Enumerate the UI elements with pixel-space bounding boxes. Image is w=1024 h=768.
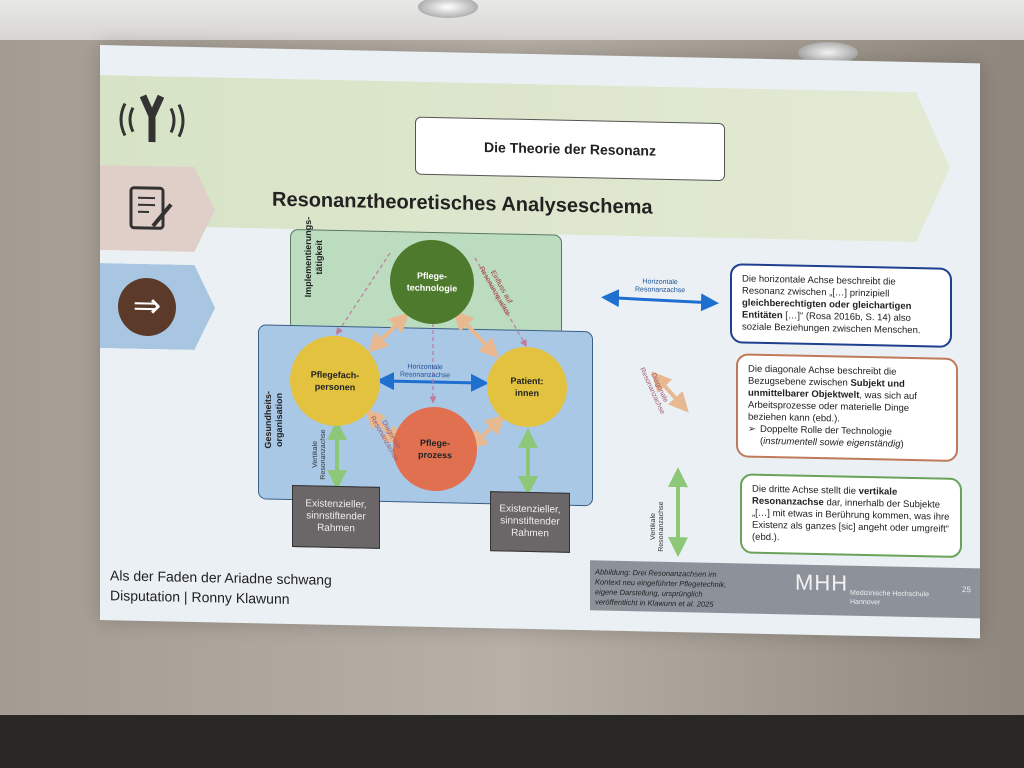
node-pflegetechnologie: Pflege- technologie bbox=[390, 239, 474, 325]
figure-caption: Abbildung: Drei Resonanzachsen im Kontex… bbox=[595, 567, 727, 609]
horizontal-axis-label: Horizontale Resonanzachse bbox=[400, 363, 451, 380]
vertical-arrows bbox=[327, 419, 538, 496]
axis-arrows bbox=[327, 252, 719, 558]
nav-notes[interactable] bbox=[100, 165, 215, 252]
notebook-icon bbox=[125, 184, 175, 240]
bullet-item: ➢Doppelte Rolle der Technologie (instrum… bbox=[748, 423, 904, 450]
diagonal-arrows bbox=[364, 310, 506, 450]
legend-arrows bbox=[601, 289, 719, 558]
text-box-horizontal: Die horizontale Achse beschreibt die Res… bbox=[730, 263, 952, 348]
bullet-arrow-icon: ➢ bbox=[748, 423, 756, 435]
institution-name: Medizinische Hochschule Hannover bbox=[850, 589, 929, 607]
frame-left: Existenzieller, sinnstiftender Rahmen bbox=[292, 485, 380, 549]
legend-horizontal: Horizontale Resonanzachse bbox=[635, 278, 686, 295]
node-pflegefachpersonen: Pflegefach- personen bbox=[290, 334, 380, 427]
node-patientinnen: Patient: innen bbox=[487, 346, 567, 428]
text-box-vertical: Die dritte Achse stellt die vertikale Re… bbox=[740, 473, 962, 559]
node-pflegeprozess: Pflege- prozess bbox=[393, 406, 477, 492]
ceiling-light bbox=[798, 42, 858, 64]
resonance-logo-icon bbox=[115, 85, 190, 152]
text-box-diagonal: Die diagonale Achse beschreibt die Bezug… bbox=[736, 353, 958, 462]
mhh-logo: MHH bbox=[795, 569, 849, 596]
page-number: 25 bbox=[962, 585, 971, 595]
floor bbox=[0, 715, 1024, 768]
vertical-axis-label: Vertikale Resonanzachse bbox=[312, 429, 327, 480]
ceiling-light bbox=[418, 0, 478, 18]
frame-right: Existenzieller, sinnstiftender Rahmen bbox=[490, 491, 570, 553]
presentation-slide: Die Theorie der Resonanz ⇒ Resonanztheor… bbox=[100, 45, 980, 639]
legend-vertical: Vertikale Resonanzachse bbox=[650, 501, 665, 552]
